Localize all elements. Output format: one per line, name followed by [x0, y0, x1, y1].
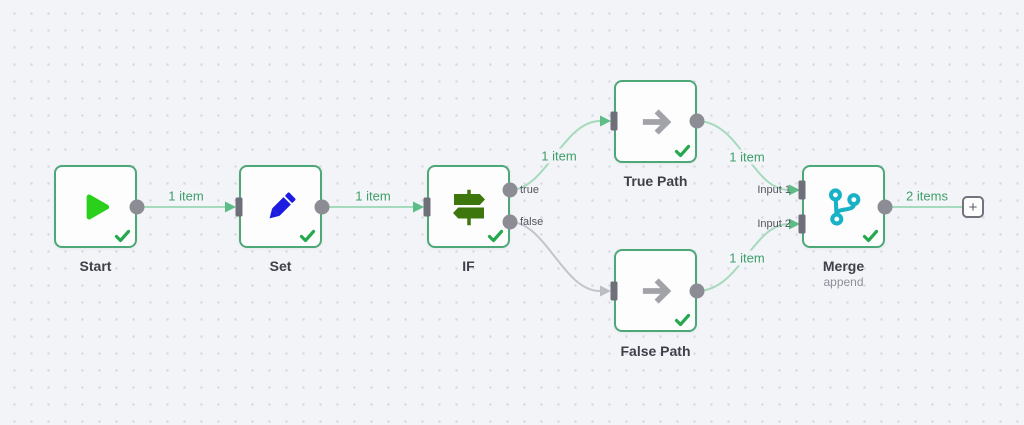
check-icon	[862, 229, 879, 244]
signpost-icon	[449, 187, 489, 227]
merge-input2-label: Input 2	[757, 218, 791, 230]
connection-label: 1 item	[165, 188, 207, 204]
node-title-true-path: True Path	[623, 173, 688, 189]
node-title-false-path: False Path	[620, 343, 691, 359]
node-title-start: Start	[79, 258, 112, 274]
add-node-button[interactable]: +	[962, 196, 984, 218]
arrowhead-into-if	[413, 201, 424, 213]
arrow-right-icon	[636, 102, 676, 142]
connection-label: 1 item	[726, 149, 768, 165]
if-false-output-label: false	[520, 216, 544, 228]
check-icon	[487, 229, 504, 244]
node-true-path[interactable]	[614, 80, 697, 163]
node-if[interactable]	[427, 165, 510, 248]
node-set[interactable]	[239, 165, 322, 248]
check-icon	[299, 229, 316, 244]
pencil-icon	[262, 188, 300, 226]
connection-label: 2 items	[903, 188, 951, 204]
if-true-output-label: true	[520, 184, 539, 196]
node-title-merge: Merge	[822, 258, 865, 274]
node-title-if: IF	[462, 258, 475, 274]
connection-label: 1 item	[538, 148, 580, 164]
node-merge[interactable]	[802, 165, 885, 248]
connection-label: 1 item	[352, 188, 394, 204]
node-start[interactable]	[54, 165, 137, 248]
git-branch-icon	[823, 186, 865, 228]
node-title-set: Set	[269, 258, 292, 274]
node-false-path[interactable]	[614, 249, 697, 332]
arrowhead-into-falsepath	[600, 285, 611, 297]
check-icon	[674, 313, 691, 328]
plus-icon: +	[968, 198, 978, 216]
connection-if-false-falsepath[interactable]	[509, 221, 601, 292]
arrowhead-into-truepath	[600, 115, 611, 127]
merge-input1-label: Input 1	[757, 184, 791, 196]
node-subtitle-merge-mode: append	[823, 275, 864, 289]
play-icon	[76, 187, 116, 227]
connection-label: 1 item	[726, 250, 768, 266]
check-icon	[674, 144, 691, 159]
arrowhead-into-set	[225, 201, 236, 213]
check-icon	[114, 229, 131, 244]
arrow-right-icon	[636, 271, 676, 311]
